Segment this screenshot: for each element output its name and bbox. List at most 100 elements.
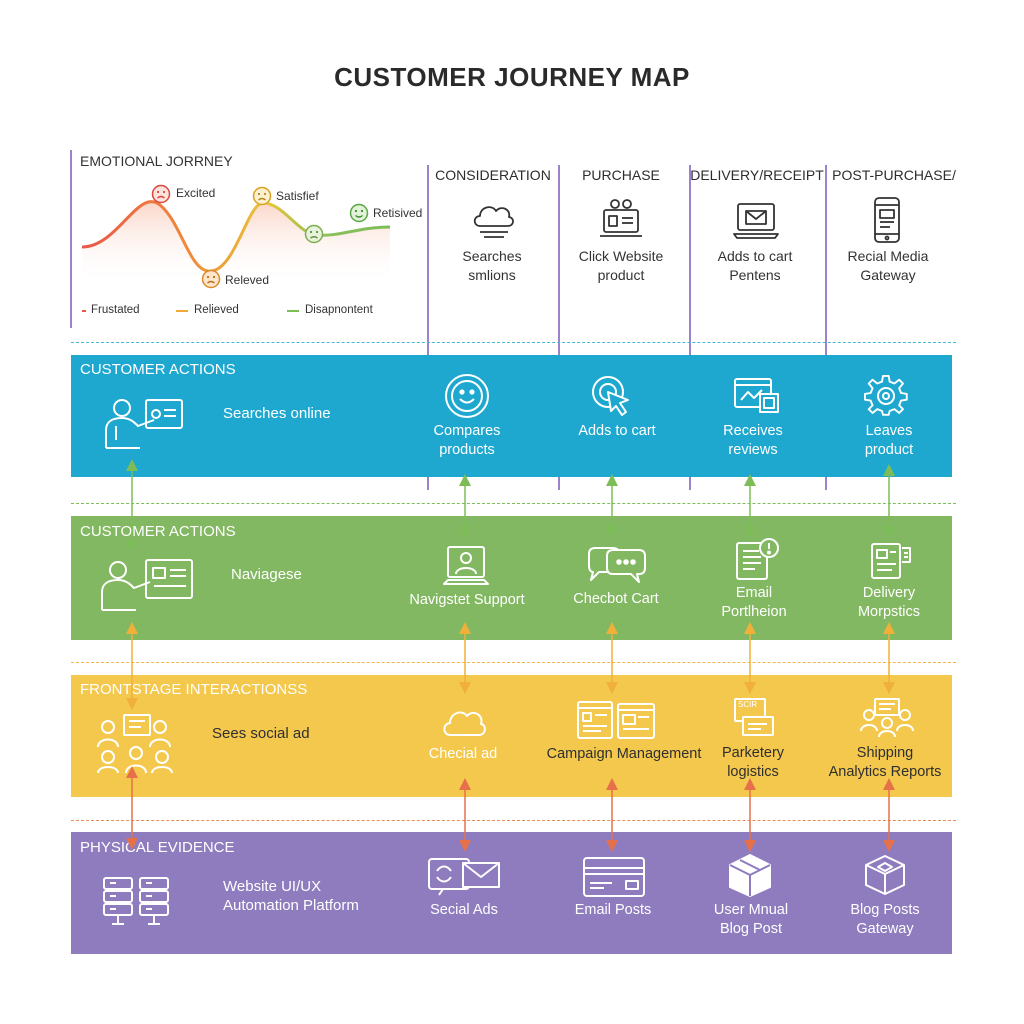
- stage-desc-line: Adds to cart: [717, 248, 793, 264]
- cloud-icon: [470, 198, 516, 242]
- band-cell-text: Leaves product: [814, 422, 964, 460]
- cell-line: Analytics Reports: [828, 764, 942, 780]
- emotion-curve-chart: [81, 200, 391, 285]
- separator-line: [71, 820, 956, 821]
- cell-line: Receives: [723, 423, 783, 439]
- cell-line: Checial ad: [428, 746, 498, 762]
- cell-line: Morpstics: [857, 604, 921, 620]
- emotion-curve-fill: [82, 201, 390, 285]
- band-cell-text: Email Posts: [538, 901, 688, 920]
- legend-swatch-disappointment: [287, 310, 299, 312]
- stage-desc-line: Recial Media: [847, 248, 929, 264]
- cell-line: Checbot Cart: [573, 591, 659, 607]
- band-cell-text: Receives reviews: [678, 422, 828, 460]
- stage-desc-line: Searches: [462, 248, 522, 264]
- smile-icon: [443, 372, 491, 420]
- legend-frustrated: Frustated: [91, 304, 140, 316]
- sad-face-icon: [151, 184, 171, 204]
- stage-desc-line: smlions: [468, 267, 516, 283]
- dashboards-icon: [576, 700, 656, 740]
- band-label: FRONTSTAGE INTERACTIONSS: [80, 681, 308, 698]
- band-label: CUSTOMER ACTIONS: [80, 523, 236, 540]
- lead-line: Automation Platform: [223, 897, 359, 914]
- cell-line: Campaign Management: [546, 746, 702, 762]
- cell-line: Email: [735, 585, 773, 601]
- credit-card-icon: [582, 856, 646, 898]
- stage-purchase-desc: Click Website product: [551, 247, 691, 285]
- phone-icon: [870, 196, 904, 246]
- presenter-icon: [98, 558, 196, 614]
- band-customer-actions-1: [71, 355, 952, 477]
- label-icon: SCIR: [731, 697, 775, 739]
- stage-consideration-header: CONSIDERATION: [435, 167, 551, 183]
- band-cell-text: Adds to cart: [542, 422, 692, 441]
- separator-line: [71, 662, 956, 663]
- stage-divider: [689, 165, 691, 490]
- cell-line: reviews: [728, 442, 778, 458]
- sad-face-icon: [201, 269, 221, 289]
- chat-bubbles-icon: [585, 544, 647, 588]
- cell-line: products: [439, 442, 495, 458]
- cell-line: Leaves: [865, 423, 913, 439]
- page-title: CUSTOMER JOURNEY MAP: [334, 62, 690, 92]
- emotional-journey-border: [70, 150, 72, 328]
- label-icon-text: SCIR: [738, 700, 758, 709]
- band-customer-actions-2: [71, 516, 952, 640]
- stage-desc-line: Click Website: [578, 248, 664, 264]
- separator-line: [71, 342, 956, 343]
- band-cell-text: Checial ad: [388, 745, 538, 764]
- lead-line: Website UI/UX: [223, 878, 322, 895]
- cell-line: product: [864, 442, 914, 458]
- stage-post-purchase-header: POST-PURCHASE/: [832, 167, 956, 183]
- neutral-face-icon: [304, 224, 324, 244]
- legend-swatch-relieved: [176, 310, 188, 312]
- band-cell-text: Compares products: [392, 422, 542, 460]
- band-cell-text: Secial Ads: [389, 901, 539, 920]
- cell-line: User Mnual: [713, 902, 789, 918]
- gear-icon: [864, 374, 908, 418]
- cell-line: Portlheion: [721, 604, 787, 620]
- cell-line: Email Posts: [574, 902, 652, 918]
- cell-line: Adds to cart: [578, 423, 656, 439]
- stage-delivery-header: DELIVERY/RECEIPT: [690, 167, 824, 183]
- band-label: CUSTOMER ACTIONS: [80, 361, 236, 378]
- band-cell-text: Checbot Cart: [541, 590, 691, 609]
- separator-line: [71, 503, 956, 504]
- box-outline-icon: [862, 853, 908, 897]
- presenter-icon: [102, 396, 186, 452]
- emotional-journey-title: EMOTIONAL JORRNEY: [80, 153, 233, 169]
- stage-desc-line: Pentens: [729, 267, 781, 283]
- emotion-label-retisived: Retisived: [373, 206, 423, 220]
- cell-line: Navigstet Support: [409, 592, 525, 608]
- stage-purchase-header: PURCHASE: [582, 167, 660, 183]
- emotion-label-excited: Excited: [176, 186, 216, 200]
- document-alert-icon: [733, 537, 781, 583]
- emotion-label-satisfied: Satisfief: [276, 189, 319, 203]
- stage-divider: [558, 165, 560, 490]
- mail-chat-icon: [427, 855, 503, 897]
- stage-consideration-desc: Searches smlions: [422, 247, 562, 285]
- cell-line: Parketery: [721, 745, 785, 761]
- cloud-icon: [440, 703, 488, 739]
- team-icon: [94, 713, 180, 775]
- legend-relieved: Relieved: [194, 304, 239, 316]
- stage-desc-line: Gateway: [860, 267, 916, 283]
- stage-desc-line: product: [597, 267, 645, 283]
- computer-people-icon: [598, 196, 644, 242]
- screens-icon: [732, 376, 782, 418]
- legend-disappointment: Disapnontent: [305, 304, 373, 316]
- legend-swatch-frustrated: [82, 310, 86, 312]
- video-agent-icon: [442, 544, 490, 588]
- cell-line: Blog Post: [719, 921, 783, 937]
- stage-divider: [825, 165, 827, 490]
- box-icon: [727, 852, 773, 898]
- band-lead-text: Searches online: [223, 405, 331, 422]
- cell-line: Compares: [433, 423, 501, 439]
- team-board-icon: [859, 697, 915, 739]
